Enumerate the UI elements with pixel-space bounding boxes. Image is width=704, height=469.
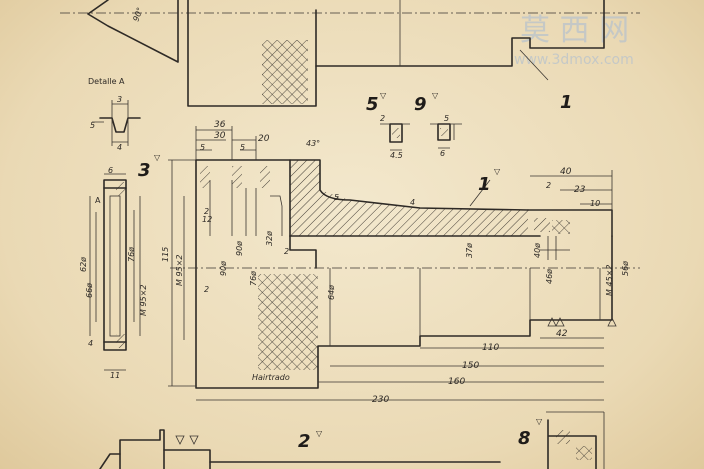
part-number-3: 3 xyxy=(138,160,151,181)
dim-2c: 2 xyxy=(284,247,289,256)
dim-10: 10 xyxy=(590,199,600,208)
part-9-view: 5 6 xyxy=(430,114,462,158)
section-hatch-top xyxy=(262,40,308,104)
dim-40: 40 xyxy=(560,167,572,177)
dim-115: 115 xyxy=(161,247,170,262)
dim-23: 23 xyxy=(574,185,586,195)
dim-110: 110 xyxy=(482,343,499,353)
part-3-view: 6 A 62ø 66ø 76ø M 95×2 11 4 xyxy=(79,166,148,380)
left-dim-4: 4 xyxy=(88,339,93,348)
mini9-dim-b: 6 xyxy=(440,149,445,158)
dim-230: 230 xyxy=(372,395,389,405)
finish-mark-1: ▽ xyxy=(494,167,501,176)
dim-m95: M 95×2 xyxy=(175,255,184,286)
left-dim-62: 62ø xyxy=(79,257,88,272)
mini9-dim-a: 5 xyxy=(444,114,449,123)
dim-43deg: 43° xyxy=(306,139,320,148)
part-number-5: 5 xyxy=(366,94,379,115)
dim-30: 30 xyxy=(214,131,226,141)
dim-12: 12 xyxy=(202,215,212,224)
detail-dim-3: 3 xyxy=(117,95,122,104)
dim-2a: 2 xyxy=(204,207,209,216)
dim-37: 37ø xyxy=(465,243,474,258)
left-dim-6: 6 xyxy=(108,166,113,175)
dim-40-diam: 40ø xyxy=(533,243,542,258)
dim-160: 160 xyxy=(448,377,465,387)
left-label-A: A xyxy=(95,196,101,205)
dim-46: 46ø xyxy=(545,269,554,284)
part-number-9: 9 xyxy=(414,94,427,115)
part-number-2: 2 xyxy=(298,431,311,452)
part-number-1-main: 1 xyxy=(478,174,491,195)
section-xhatch-lower xyxy=(258,274,318,370)
left-dim-66: 66ø xyxy=(85,283,94,298)
main-section-view: 36 30 20 5 5 43° 115 M 95×2 90ø 90ø 76ø … xyxy=(161,120,640,405)
finish-mark-2: ▽ xyxy=(316,429,323,438)
finish-mark-8: ▽ xyxy=(536,417,543,426)
mini5-dim-a: 2 xyxy=(380,114,385,123)
thread-label: Hairtrado xyxy=(252,373,290,382)
dim-5c: 5 xyxy=(334,193,339,202)
dim-42: 42 xyxy=(556,329,568,339)
part-number-8: 8 xyxy=(518,428,531,449)
dim-5a: 5 xyxy=(200,143,205,152)
dim-90a: 90ø xyxy=(219,261,228,276)
section-hatch-main xyxy=(290,160,528,236)
left-dim-11: 11 xyxy=(110,371,120,380)
finish-mark-5: ▽ xyxy=(380,91,387,100)
left-dim-m95: M 95×2 xyxy=(139,285,148,316)
finish-mark-3: ▽ xyxy=(154,153,161,162)
dim-56: 56ø xyxy=(621,261,630,276)
dim-2b: 2 xyxy=(204,285,209,294)
detail-a-title: Detalle A xyxy=(88,77,125,86)
watermark-url: www.3dmox.com xyxy=(514,52,634,68)
watermark-text: 莫 西 网 xyxy=(520,13,629,48)
dim-64: 64ø xyxy=(327,285,336,300)
bottom-view xyxy=(99,411,605,469)
mini5-dim-b: 4.5 xyxy=(390,151,403,160)
dim-90b: 90ø xyxy=(235,241,244,256)
dim-20: 20 xyxy=(258,134,270,144)
part-number-1-top: 1 xyxy=(560,92,573,113)
dim-32: 32ø xyxy=(265,231,274,246)
detail-a: Detalle A 3 5 4 xyxy=(88,77,141,152)
detail-dim-4: 4 xyxy=(117,143,122,152)
dim-5b: 5 xyxy=(240,143,245,152)
dim-76: 76ø xyxy=(249,271,258,286)
detail-dim-5: 5 xyxy=(90,121,95,130)
finish-mark-9: ▽ xyxy=(432,91,439,100)
angle-label: 90° xyxy=(131,6,144,22)
dim-150: 150 xyxy=(462,361,479,371)
left-dim-76: 76ø xyxy=(127,247,136,262)
part-5-view: 2 4.5 xyxy=(380,114,410,160)
dim-2d: 2 xyxy=(546,181,551,190)
dim-4: 4 xyxy=(410,198,415,207)
dim-m45: M 45×2 xyxy=(605,265,614,296)
dim-36: 36 xyxy=(214,120,226,130)
